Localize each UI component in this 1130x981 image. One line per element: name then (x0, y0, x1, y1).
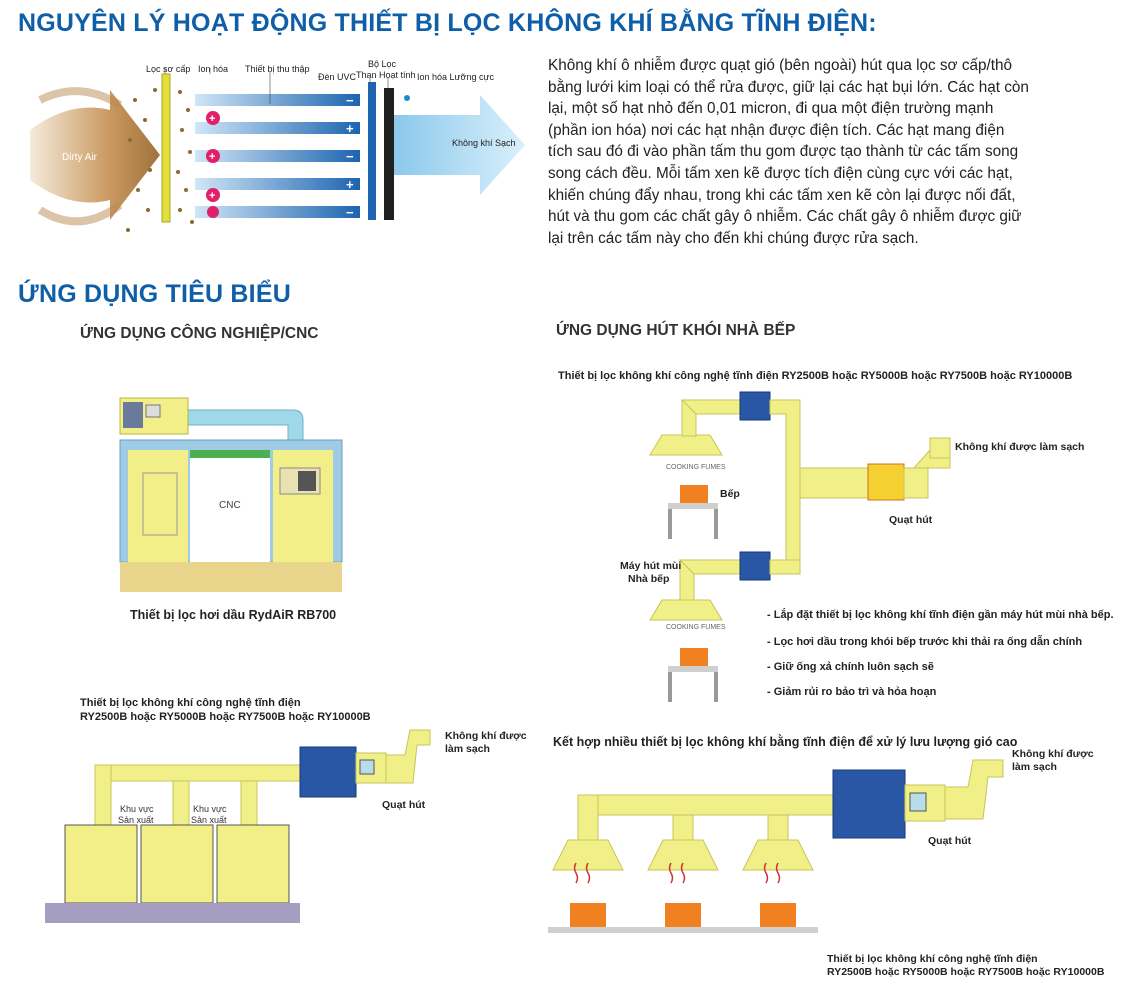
description-line: song cách đều. Mỗi tấm xen kẽ được tích … (548, 164, 1013, 182)
description-line: hút và thu gom các chất gây ô nhiễm. Các… (548, 208, 1022, 226)
label-bipolar: Ion hóa Lưỡng cực (417, 72, 494, 82)
ion-sign: + (209, 151, 215, 163)
factory-diagram (45, 729, 431, 923)
description-line: (phần ion hóa) nơi các hạt nhận được điệ… (548, 121, 1005, 139)
kitchen-diagram (649, 391, 951, 702)
kitchen-hood-label-1: Máy hút mùi (620, 560, 682, 572)
factory-caption-1: Thiết bị lọc không khí công nghệ tĩnh đi… (80, 697, 301, 709)
combined-diagram (548, 759, 1004, 933)
principle-title: NGUYÊN LÝ HOẠT ĐỘNG THIẾT BỊ LỌC KHÔNG K… (18, 9, 877, 37)
label-dirty-air: Dirty Air (62, 152, 97, 163)
kitchen-bullet: - Giảm rủi ro bảo trì và hỏa hoạn (767, 686, 937, 698)
kitchen-fumes-label: COOKING FUMES (666, 464, 726, 471)
factory-fan-label: Quạt hút (382, 799, 426, 811)
principle-diagram: − + − + − + + + (30, 68, 525, 232)
cnc-caption: Thiết bị lọc hơi dầu RydAiR RB700 (130, 608, 337, 622)
label-ionizer: Ion hóa (198, 64, 229, 74)
ion-sign: + (209, 113, 215, 125)
zone-label-2a: Khu vực (193, 804, 227, 814)
description-line: khiến chúng đẩy nhau, trong khi các tấm … (548, 186, 1016, 204)
label-carbon-2: Than Hoạt tính (356, 70, 416, 80)
ion-sign: + (209, 190, 215, 202)
plus-sign: + (346, 121, 354, 136)
kitchen-clean-air-label: Không khí được làm sạch (955, 441, 1085, 453)
kitchen-bullet: - Lắp đặt thiết bị lọc không khí tĩnh đi… (767, 609, 1114, 621)
zone-label-1b: Sản xuất (118, 815, 154, 825)
plus-sign: + (346, 177, 354, 192)
cnc-illustration (119, 397, 343, 592)
cnc-label: CNC (219, 500, 241, 511)
factory-clean-air-2: làm sạch (445, 743, 490, 755)
factory-caption-2: RY2500B hoặc RY5000B hoặc RY7500B hoặc R… (80, 711, 371, 723)
zone-label-1a: Khu vực (120, 804, 154, 814)
zone-label-2b: Sản xuất (191, 815, 227, 825)
kitchen-bullet: - Giữ ống xả chính luôn sạch sẽ (767, 661, 934, 673)
combined-caption-1: Thiết bị lọc không khí công nghệ tĩnh đi… (827, 953, 1038, 965)
description-line: lại, một số hạt nhỏ đến 0,01 micron, đi … (548, 100, 994, 118)
factory-clean-air-1: Không khí được (445, 730, 527, 742)
description-line: lại trên các tấm này cho đến khi chúng đ… (548, 229, 919, 247)
combined-clean-air-2: làm sạch (1012, 761, 1057, 773)
kitchen-bullet: - Lọc hơi dầu trong khói bếp trước khi t… (767, 636, 1083, 648)
kitchen-hood-label-2: Nhà bếp (628, 573, 670, 585)
kitchen-heading: ỨNG DỤNG HÚT KHÓI NHÀ BẾP (556, 322, 796, 339)
minus-sign: − (346, 149, 354, 164)
label-clean-air: Không khí Sạch (452, 138, 516, 148)
label-collector: Thiết bị thu thập (245, 64, 310, 74)
kitchen-stove-label: Bếp (720, 488, 740, 500)
applications-title: ỨNG DỤNG TIÊU BIỂU (18, 280, 291, 308)
description-line: Không khí ô nhiễm được quạt gió (bên ngo… (548, 57, 1013, 74)
minus-sign: − (346, 205, 354, 220)
kitchen-caption: Thiết bị lọc không khí công nghệ tĩnh đi… (558, 370, 1073, 382)
kitchen-fumes-label: COOKING FUMES (666, 624, 726, 631)
minus-sign: − (346, 93, 354, 108)
kitchen-fan-label: Quạt hút (889, 514, 933, 526)
industrial-heading: ỨNG DỤNG CÔNG NGHIỆP/CNC (80, 325, 319, 342)
combined-fan-label: Quạt hút (928, 835, 972, 847)
label-prefilter: Lọc sơ cấp (146, 64, 191, 74)
description-line: bằng lưới kim loại có thể rửa được, giữ … (548, 78, 1029, 96)
combined-caption-2: RY2500B hoặc RY5000B hoặc RY7500B hoặc R… (827, 966, 1105, 978)
combined-clean-air-1: Không khí được (1012, 748, 1094, 760)
label-uvc: Đèn UVC (318, 72, 357, 82)
label-carbon-1: Bộ Lọc (368, 59, 397, 69)
combined-heading: Kết hợp nhiều thiết bị lọc không khí bằn… (553, 735, 1018, 749)
description-line: tích sau đó đi vào phần tấm thu gom được… (548, 143, 1019, 161)
principle-description: Không khí ô nhiễm được quạt gió (bên ngo… (548, 55, 1118, 249)
